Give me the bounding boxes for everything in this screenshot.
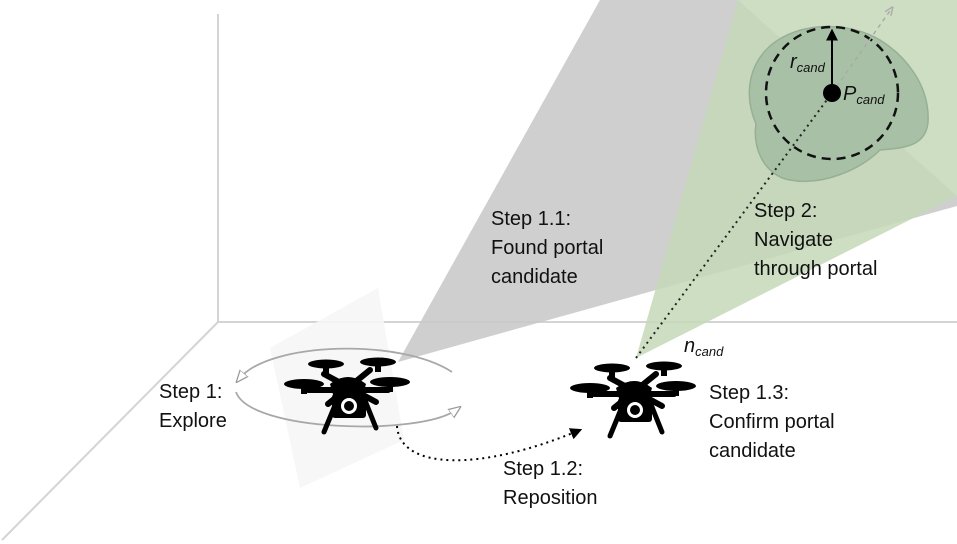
drone-icon [570,362,696,437]
step2-label: Step 2: Navigate through portal [754,200,878,280]
portal-normal-extension [831,8,892,94]
portal-center-point [823,84,841,102]
portal-radius-circle [764,25,900,161]
p-cand-label: Pcand [843,83,885,107]
step1-2-label: Step 1.2: Reposition [503,458,598,509]
explore-orbit [236,347,456,428]
n-cand-label: ncand [684,335,724,359]
portal-region [748,25,929,182]
r-cand-label: rcand [790,51,825,75]
step1-1-label: Step 1.1: Found portal candidate [491,208,604,288]
step1-label: Step 1: Explore [159,381,227,432]
portal-normal-line [635,92,833,359]
step1-3-label: Step 1.3: Confirm portal candidate [709,382,835,462]
